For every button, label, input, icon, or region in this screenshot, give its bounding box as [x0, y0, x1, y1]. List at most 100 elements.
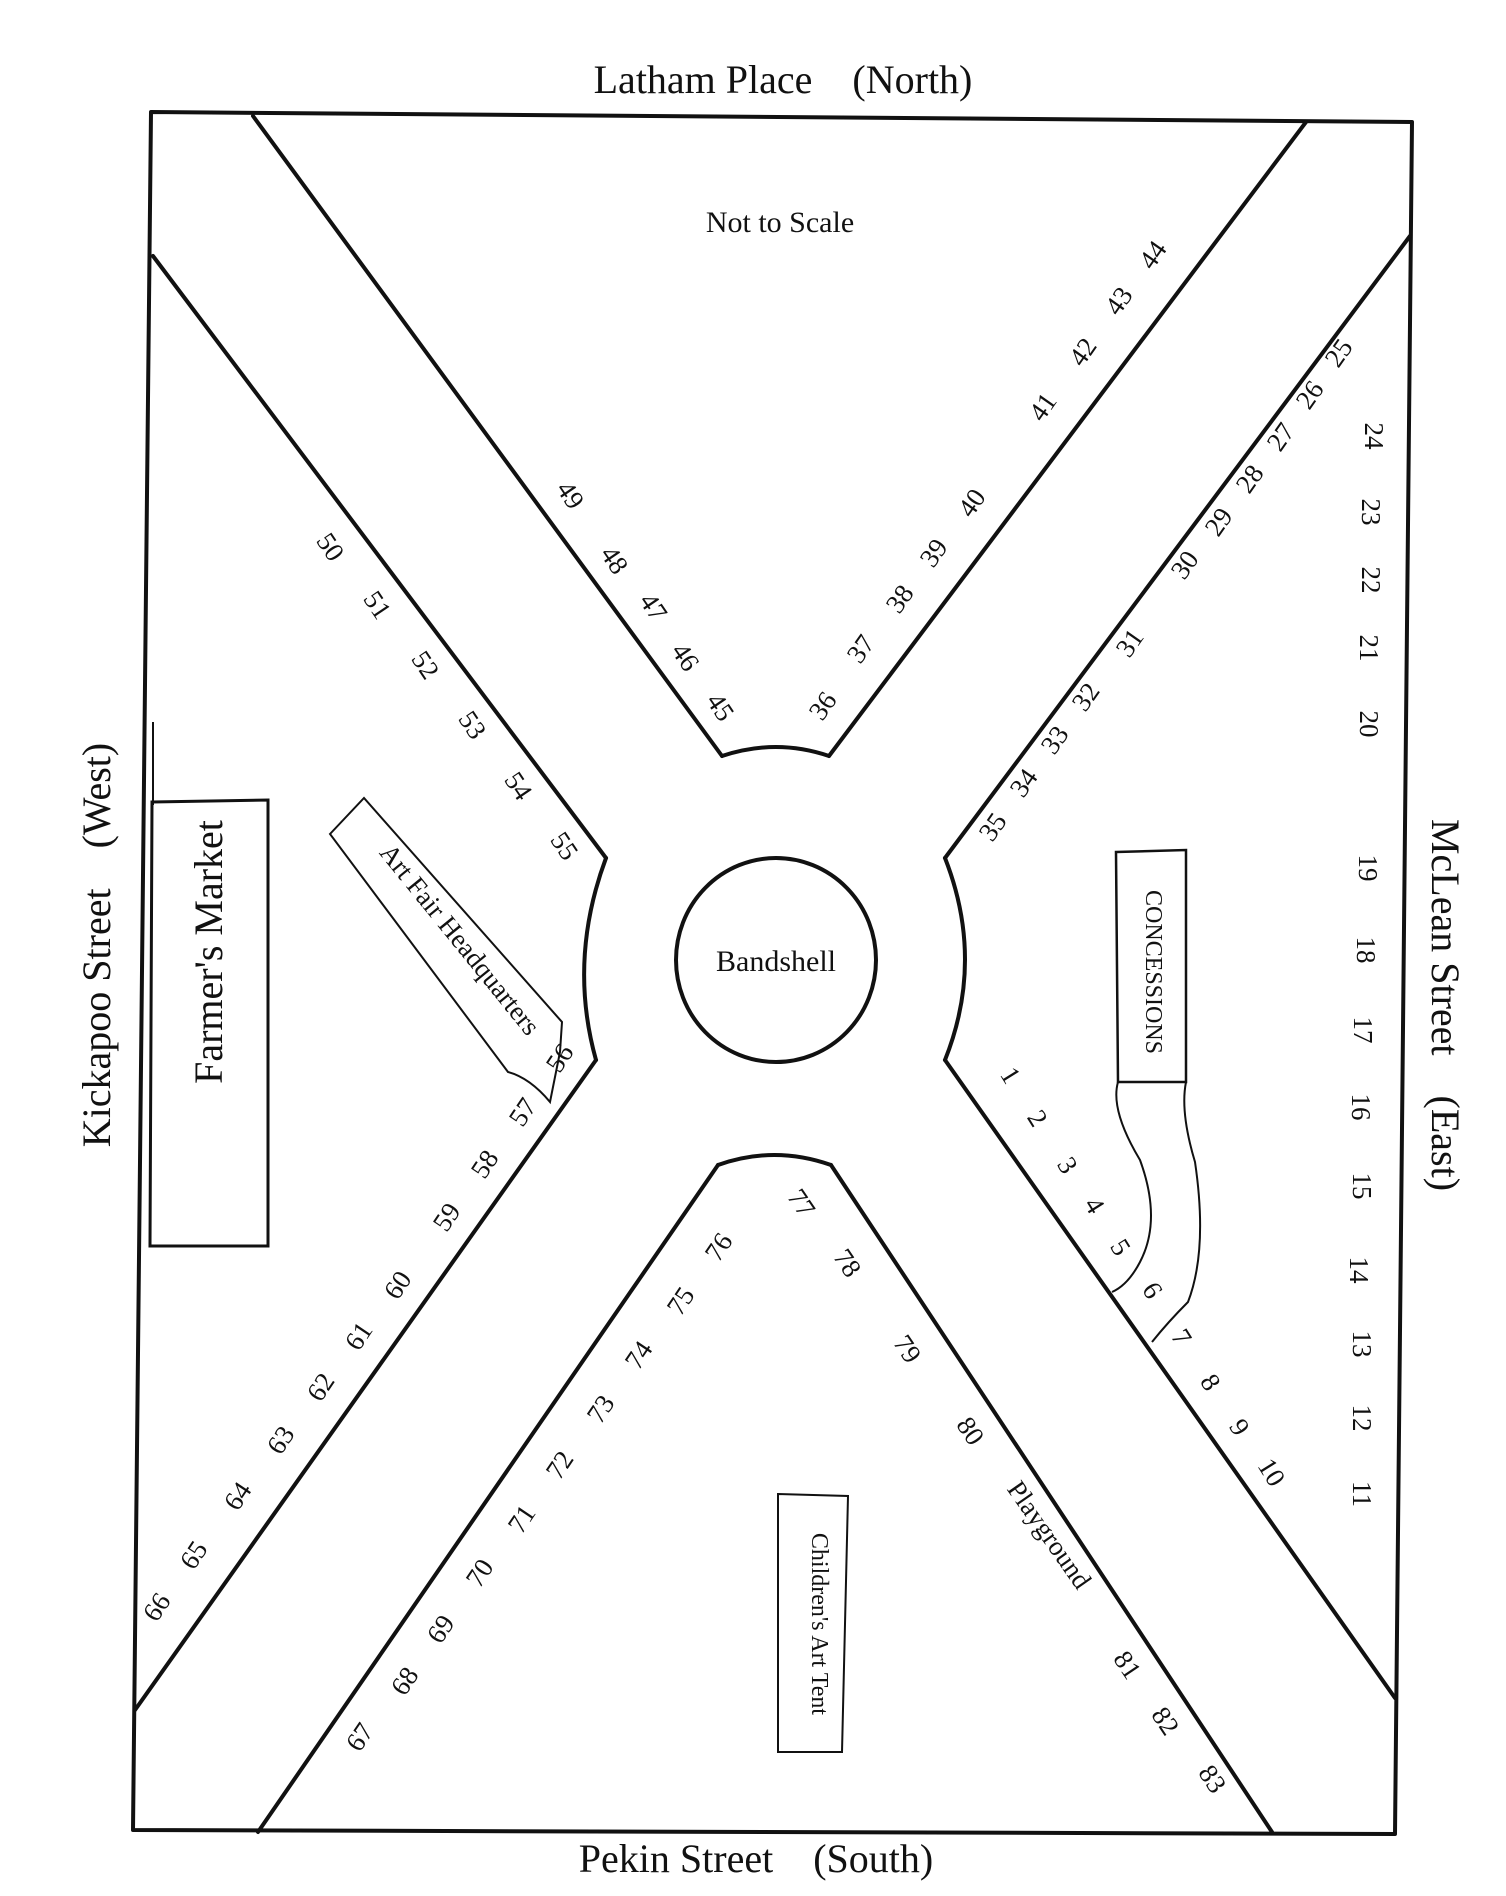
booth-45: 45 [700, 687, 740, 726]
art-fair-hq-box [328, 796, 564, 1105]
booth-13: 13 [1347, 1331, 1377, 1358]
concessions-label: CONCESSIONS [1140, 890, 1166, 1054]
booth-25: 25 [1319, 333, 1359, 372]
booth-30: 30 [1165, 545, 1205, 584]
booth-79: 79 [887, 1329, 927, 1368]
childrens-art-tent-label: Children's Art Tent [806, 1533, 832, 1716]
booth-4: 4 [1078, 1192, 1111, 1220]
booth-46: 46 [665, 637, 705, 676]
booth-21: 21 [1354, 635, 1384, 662]
booth-17: 17 [1348, 1017, 1378, 1044]
booth-51: 51 [357, 585, 397, 624]
booth-54: 54 [498, 766, 538, 806]
booth-74: 74 [619, 1335, 659, 1375]
walkway-se-inner-edge [943, 1058, 1397, 1700]
bandshell-label: Bandshell [716, 945, 836, 978]
booth-75: 75 [661, 1281, 701, 1320]
booth-26: 26 [1290, 375, 1330, 414]
plaza-arc-east [943, 856, 967, 1062]
walkway-se-outer-edge [829, 1163, 1274, 1834]
booth-66: 66 [137, 1587, 177, 1626]
booth-39: 39 [914, 533, 954, 572]
booth-53: 53 [452, 705, 492, 744]
north-street-label: Latham Place (North) [594, 57, 973, 102]
walkway-sw-inner-edge [133, 1058, 598, 1712]
booth-57: 57 [503, 1092, 543, 1131]
walkway-nw-outer-edge [251, 114, 724, 758]
farmers-market-label: Farmer's Market [186, 820, 231, 1084]
plaza-arc-south [716, 1153, 833, 1167]
booth-numbers: 1 2 3 4 5 6 7 8 9 10 11 12 13 14 15 16 1… [137, 235, 1389, 1799]
booth-28: 28 [1230, 459, 1270, 498]
booth-69: 69 [421, 1609, 461, 1648]
booth-11: 11 [1347, 1481, 1377, 1507]
booth-15: 15 [1347, 1173, 1377, 1200]
booth-64: 64 [218, 1476, 258, 1516]
booth-62: 62 [301, 1367, 341, 1406]
booth-50: 50 [310, 527, 350, 566]
booth-12: 12 [1347, 1405, 1377, 1432]
booth-59: 59 [427, 1197, 467, 1236]
booth-43: 43 [1099, 281, 1139, 320]
bandshell-circle [674, 856, 878, 1064]
booth-76: 76 [699, 1227, 739, 1266]
booth-37: 37 [841, 629, 881, 668]
plaza-arc-west [582, 856, 608, 1062]
booth-42: 42 [1063, 332, 1103, 371]
booth-78: 78 [827, 1243, 867, 1282]
booth-56: 56 [540, 1038, 580, 1077]
booth-82: 82 [1145, 1701, 1185, 1740]
booth-81: 81 [1107, 1645, 1147, 1684]
booth-9: 9 [1223, 1414, 1256, 1441]
booth-44: 44 [1133, 235, 1173, 275]
booth-47: 47 [633, 587, 673, 626]
concessions-path-outline [1111, 1081, 1202, 1343]
walkway-sw-outer-edge [256, 1163, 720, 1834]
park-boundary [131, 110, 1414, 1836]
booth-48: 48 [594, 540, 634, 579]
booth-7: 7 [1165, 1324, 1198, 1351]
booth-24: 24 [1359, 423, 1389, 451]
farmers-market-box [148, 798, 270, 1248]
booth-1: 1 [994, 1062, 1027, 1089]
booth-52: 52 [405, 645, 445, 684]
art-fair-hq-label: Art Fair Headquarters [374, 838, 546, 1041]
booth-63: 63 [261, 1420, 301, 1459]
booth-71: 71 [502, 1499, 542, 1538]
plaza-arc-north [720, 745, 831, 758]
booth-58: 58 [465, 1144, 505, 1183]
booth-72: 72 [540, 1445, 580, 1484]
booth-19: 19 [1353, 855, 1383, 882]
booth-61: 61 [339, 1316, 379, 1355]
booth-27: 27 [1261, 417, 1301, 456]
booth-23: 23 [1356, 499, 1386, 526]
childrens-art-tent-box [777, 1492, 850, 1753]
south-street-label: Pekin Street (South) [579, 1836, 933, 1881]
booth-49: 49 [550, 475, 590, 514]
booth-80: 80 [950, 1411, 990, 1450]
booth-70: 70 [460, 1553, 500, 1592]
east-street-label: McLean Street (East) [1423, 819, 1468, 1191]
booth-3: 3 [1051, 1152, 1084, 1179]
booth-68: 68 [385, 1661, 425, 1700]
booth-55: 55 [544, 826, 584, 865]
booth-73: 73 [581, 1389, 621, 1428]
booth-20: 20 [1354, 711, 1384, 738]
booth-33: 33 [1035, 720, 1075, 759]
booth-2: 2 [1021, 1105, 1054, 1132]
booth-67: 67 [340, 1717, 380, 1756]
walkway-ne-outer-edge [827, 120, 1308, 758]
booth-22: 22 [1356, 567, 1386, 594]
booth-10: 10 [1252, 1453, 1292, 1492]
booth-5: 5 [1104, 1234, 1137, 1261]
booth-60: 60 [378, 1265, 418, 1304]
booth-18: 18 [1351, 937, 1381, 964]
booth-36: 36 [803, 686, 843, 725]
booth-8: 8 [1194, 1369, 1227, 1396]
booth-16: 16 [1346, 1094, 1376, 1121]
scale-note: Not to Scale [706, 206, 854, 239]
booth-77: 77 [781, 1183, 821, 1222]
booth-41: 41 [1023, 387, 1063, 426]
